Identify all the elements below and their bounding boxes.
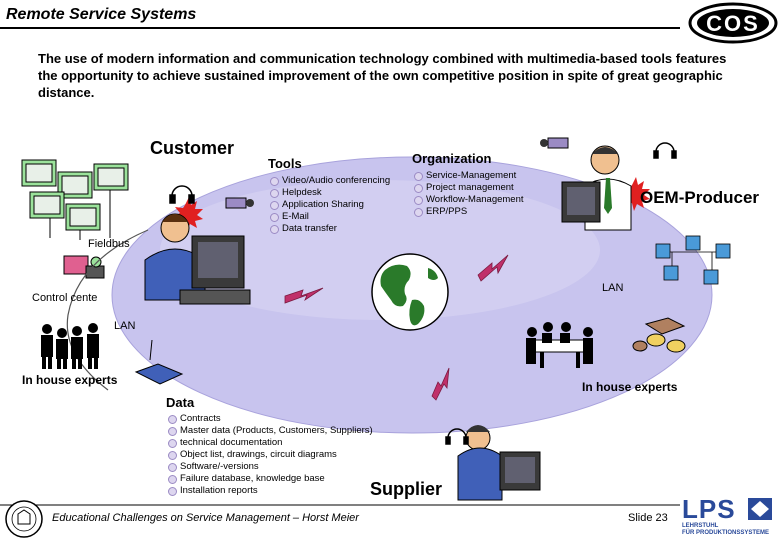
camera-icon-left xyxy=(225,197,254,209)
data-item: Software/-versions xyxy=(168,461,373,473)
data-item: Failure database, knowledge base xyxy=(168,473,373,485)
data-item: Contracts xyxy=(168,413,373,425)
lan-right-label: LAN xyxy=(602,282,624,294)
experts-meeting-icon xyxy=(526,322,593,368)
network-hub-icon xyxy=(134,339,184,385)
cos-logo-text: COS xyxy=(706,11,760,36)
oem-operator-icon xyxy=(561,145,632,231)
data-item: Installation reports xyxy=(168,485,373,497)
data-list: Contracts Master data (Products, Custome… xyxy=(168,413,373,497)
tools-list: Video/Audio conferencing Helpdesk Applic… xyxy=(270,175,390,235)
title-rule xyxy=(0,27,680,29)
in-house-experts-right: In house experts xyxy=(582,380,678,394)
oem-producer-label: OEM-Producer xyxy=(640,188,760,207)
in-house-experts-left: In house experts xyxy=(22,373,118,387)
globe-icon xyxy=(371,253,449,331)
fieldbus-label: Fieldbus xyxy=(88,238,130,250)
headset-icon-right xyxy=(653,142,677,159)
cos-logo: COS xyxy=(688,2,778,44)
lightning-bolt-1 xyxy=(284,287,324,304)
data-item: technical documentation xyxy=(168,437,373,449)
supplier-label: Supplier xyxy=(370,479,443,499)
university-seal-icon xyxy=(5,500,43,538)
organization-title: Organization xyxy=(412,151,492,166)
lps-logo: LPS LEHRSTUHL FÜR PRODUKTIONSSYSTEME xyxy=(682,496,778,538)
lightning-bolt-2 xyxy=(477,254,509,282)
customer-operator-icon xyxy=(144,213,251,305)
tools-item: E-Mail xyxy=(270,211,390,223)
lps-logo-sub1: LEHRSTUHL xyxy=(682,523,719,529)
fieldbus-device-icon xyxy=(63,255,105,279)
camera-icon-right xyxy=(540,137,569,149)
slide-title: Remote Service Systems xyxy=(6,6,197,23)
footer-text: Educational Challenges on Service Manage… xyxy=(52,512,359,524)
data-item: Master data (Products, Customers, Suppli… xyxy=(168,425,373,437)
tools-title: Tools xyxy=(268,156,302,171)
headset-icon-left xyxy=(169,185,195,204)
data-item: Object list, drawings, circuit diagrams xyxy=(168,449,373,461)
supplier-operator-icon xyxy=(457,425,541,501)
organization-item: Workflow-Management xyxy=(414,194,524,206)
data-title: Data xyxy=(166,395,195,410)
lightning-bolt-3 xyxy=(431,367,450,401)
tools-item: Video/Audio conferencing xyxy=(270,175,390,187)
slide-number: Slide 23 xyxy=(628,512,668,524)
lps-logo-text: LPS xyxy=(682,494,736,524)
network-nodes-icon xyxy=(655,235,731,285)
lps-diamond-icon xyxy=(748,498,772,520)
experts-group-icon-left xyxy=(41,323,99,369)
control-center-label: Control cente xyxy=(32,292,98,304)
fieldbus-line xyxy=(66,229,149,391)
organization-item: ERP/PPS xyxy=(414,206,524,218)
organization-item: Project management xyxy=(414,182,524,194)
parts-icon xyxy=(632,317,686,353)
tools-item: Helpdesk xyxy=(270,187,390,199)
intro-text: The use of modern information and commun… xyxy=(38,51,727,100)
lan-left-label: LAN xyxy=(114,320,136,332)
organization-list: Service-Management Project management Wo… xyxy=(414,170,524,218)
tools-item: Application Sharing xyxy=(270,199,390,211)
control-monitors-icon xyxy=(21,159,129,240)
customer-label: Customer xyxy=(150,138,235,158)
headset-icon-bottom xyxy=(445,428,469,445)
organization-item: Service-Management xyxy=(414,170,524,182)
lps-logo-sub2: FÜR PRODUKTIONSSYSTEME xyxy=(682,530,770,536)
tools-item: Data transfer xyxy=(270,223,390,235)
